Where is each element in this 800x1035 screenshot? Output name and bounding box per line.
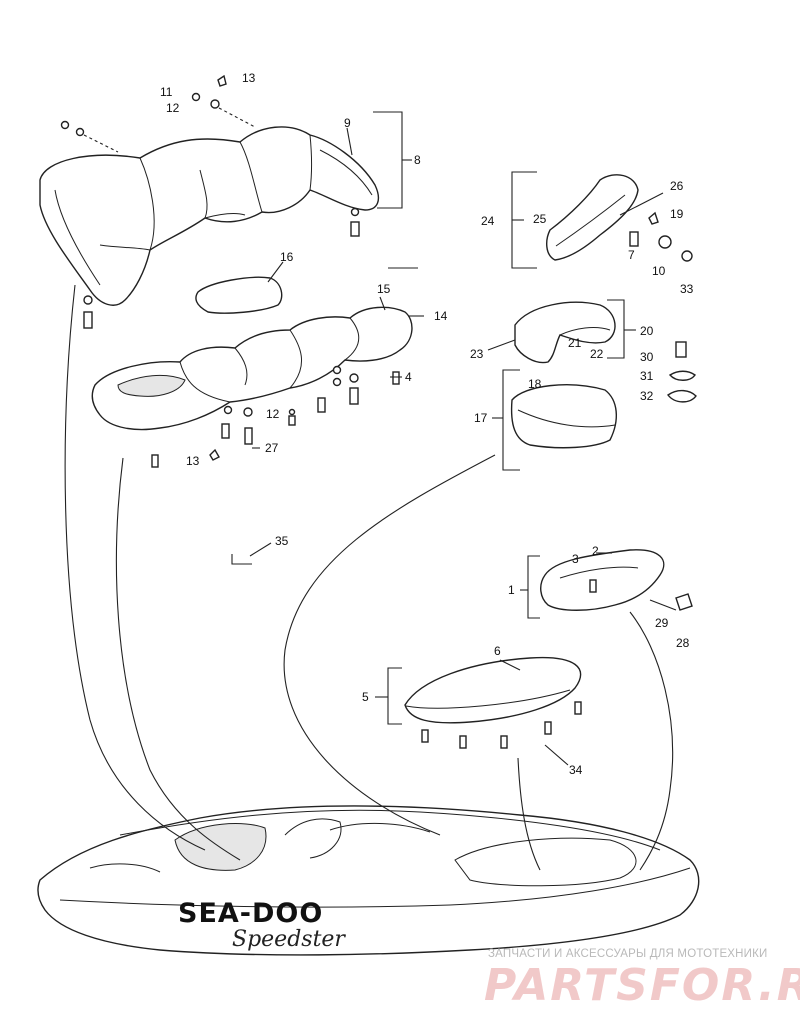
callout-28: 28 — [676, 636, 690, 650]
callout-21: 21 — [568, 336, 582, 350]
callout-25: 25 — [533, 212, 547, 226]
callout-2: 2 — [592, 544, 599, 558]
callout-24: 24 — [481, 214, 495, 228]
boat-brand-decal: SEA-DOO — [178, 898, 323, 929]
guide-lines — [64, 284, 674, 871]
callout-8: 8 — [414, 153, 421, 167]
bench-seat-hardware — [151, 365, 400, 468]
rear-backrest-assembly — [39, 126, 380, 306]
callout-14: 14 — [434, 309, 448, 323]
callout-17: 17 — [474, 411, 488, 425]
callout-19: 19 — [670, 207, 684, 221]
boat-model-decal: Speedster — [232, 927, 346, 952]
callout-31: 31 — [640, 369, 654, 383]
callout-15: 15 — [377, 282, 391, 296]
callout-32: 32 — [640, 389, 654, 403]
callout-33: 33 — [680, 282, 694, 296]
callout-29: 29 — [655, 616, 669, 630]
callout-13: 13 — [242, 71, 256, 85]
seat-1-assembly — [527, 549, 693, 619]
callout-5: 5 — [362, 690, 369, 704]
callout-11: 11 — [160, 85, 173, 99]
callout-12b: 12 — [266, 407, 280, 421]
callout-18: 18 — [528, 377, 542, 391]
callouts: 1 2 3 4 5 6 7 8 9 10 11 12 12 13 13 14 1… — [160, 71, 694, 777]
callout-27: 27 — [265, 441, 279, 455]
callout-35: 35 — [275, 534, 289, 548]
bench-seat-assembly — [91, 306, 413, 431]
callout-10: 10 — [652, 264, 666, 278]
callout-13b: 13 — [186, 454, 200, 468]
watermark-logo: PARTSFOR.RU — [484, 960, 800, 1011]
callout-6: 6 — [494, 644, 501, 658]
callout-20: 20 — [640, 324, 654, 338]
storage-seat-assembly — [502, 369, 617, 471]
backrest-hardware — [60, 74, 360, 329]
callout-30: 30 — [640, 350, 654, 364]
cushion-16 — [195, 276, 283, 314]
callout-34: 34 — [569, 763, 583, 777]
callout-26: 26 — [670, 179, 684, 193]
callout-9: 9 — [344, 116, 351, 130]
callout-16: 16 — [280, 250, 294, 264]
boat-hull — [37, 805, 700, 956]
callout-7: 7 — [628, 248, 635, 262]
callout-22: 22 — [590, 347, 604, 361]
callout-3: 3 — [572, 552, 579, 566]
callout-12: 12 — [166, 101, 180, 115]
leader-lines — [231, 127, 664, 766]
watermark-tagline: ЗАПЧАСТИ И АКСЕССУАРЫ ДЛЯ МОТОТЕХНИКИ — [488, 948, 768, 960]
callout-23: 23 — [470, 347, 484, 361]
backrest-20-assembly — [514, 299, 697, 403]
callout-1: 1 — [508, 583, 515, 597]
seat-5-assembly — [387, 656, 582, 749]
callout-4: 4 — [405, 370, 412, 384]
